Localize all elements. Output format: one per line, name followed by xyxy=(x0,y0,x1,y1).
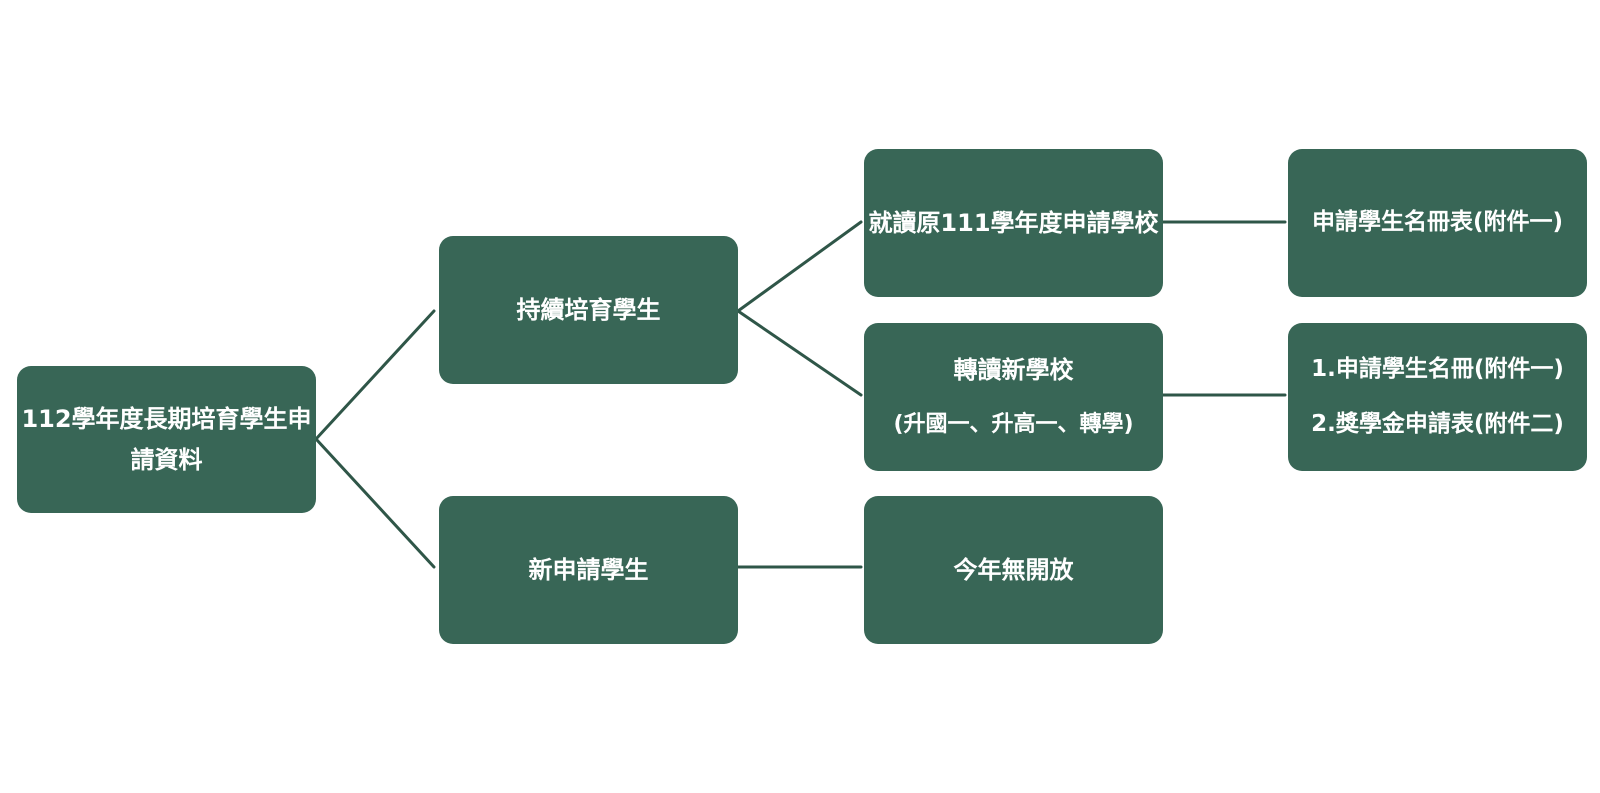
node-transfer-line-1: 轉讀新學校 xyxy=(953,355,1074,384)
node-same-school-text: 就讀原111學年度申請學校 xyxy=(868,208,1159,237)
node-roster: 申請學生名冊表(附件一) xyxy=(1288,149,1587,297)
node-transfer-docs-line-2: 2.獎學金申請表(附件二) xyxy=(1311,411,1564,437)
node-not-open: 今年無開放 xyxy=(864,496,1163,644)
node-continuing-text: 持續培育學生 xyxy=(516,295,661,324)
node-new-applicants: 新申請學生 xyxy=(439,496,738,644)
node-not-open-text: 今年無開放 xyxy=(953,555,1074,584)
node-roster-text: 申請學生名冊表(附件一) xyxy=(1311,209,1564,236)
node-continuing: 持續培育學生 xyxy=(439,236,738,384)
node-same-school: 就讀原111學年度申請學校 xyxy=(864,149,1163,297)
node-new-applicants-text: 新申請學生 xyxy=(528,555,649,584)
edge-continuing-to-transfer xyxy=(736,309,863,397)
node-transfer-line-2: (升國一、升高一、轉學) xyxy=(893,412,1134,438)
node-transfer-docs: 1.申請學生名冊(附件一) 2.獎學金申請表(附件二) xyxy=(1288,323,1587,471)
node-root: 112學年度長期培育學生申請資料 xyxy=(17,366,316,513)
node-root-text: 112學年度長期培育學生申請資料 xyxy=(21,404,312,474)
edge-root-to-new-applicants xyxy=(314,437,436,569)
edge-continuing-to-same-school xyxy=(736,220,863,313)
edge-root-to-continuing xyxy=(314,309,436,441)
node-transfer: 轉讀新學校 (升國一、升高一、轉學) xyxy=(864,323,1163,471)
node-transfer-docs-line-1: 1.申請學生名冊(附件一) xyxy=(1311,355,1564,382)
